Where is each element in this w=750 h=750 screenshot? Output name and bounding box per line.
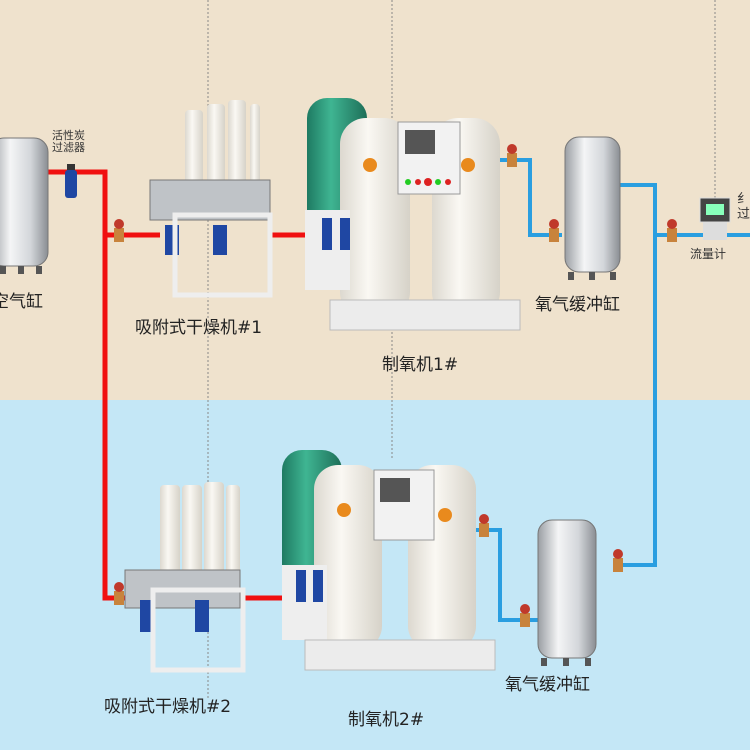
valve-icon [520,604,530,627]
carbon-filter [65,164,77,198]
valve-icon [667,219,677,242]
edge-label-line2: 过 [737,207,750,222]
buffer-tank-1 [564,136,621,280]
valves [114,144,677,627]
buffer-tank-2-label: 氧气缓冲缸 [505,675,590,695]
flow-meter-label: 流量计 [690,247,727,261]
valve-icon [479,514,489,537]
generator-1-label: 制氧机1# [382,355,459,375]
buffer-tank-1-label: 氧气缓冲缸 [535,295,620,315]
carbon-filter-label-line1: 活性炭 [52,129,85,142]
buffer-tank-2 [537,519,597,666]
valve-icon [549,219,559,242]
valve-icon [507,144,517,167]
air-tank [0,137,49,274]
dryer-2 [124,482,246,673]
dryer-1 [149,100,273,298]
air-tank-label: 空气缸 [0,292,43,312]
flow-meter [699,197,731,240]
edge-label-line1: 纟 [737,192,750,207]
oxygen-generator-1 [305,98,521,331]
carbon-filter-label-line2: 过滤器 [52,141,85,154]
dryer-2-label: 吸附式干燥机#2 [104,697,232,717]
valve-icon [613,549,623,572]
valve-icon [114,582,124,605]
dryer-1-label: 吸附式干燥机#1 [135,318,263,338]
valve-icon [114,219,124,242]
carbon-filter-label: 活性炭 过滤器 [52,130,85,154]
edge-label: 纟 过 [737,192,750,222]
generator-2-label: 制氧机2# [348,710,425,730]
oxygen-generator-2 [282,450,496,671]
